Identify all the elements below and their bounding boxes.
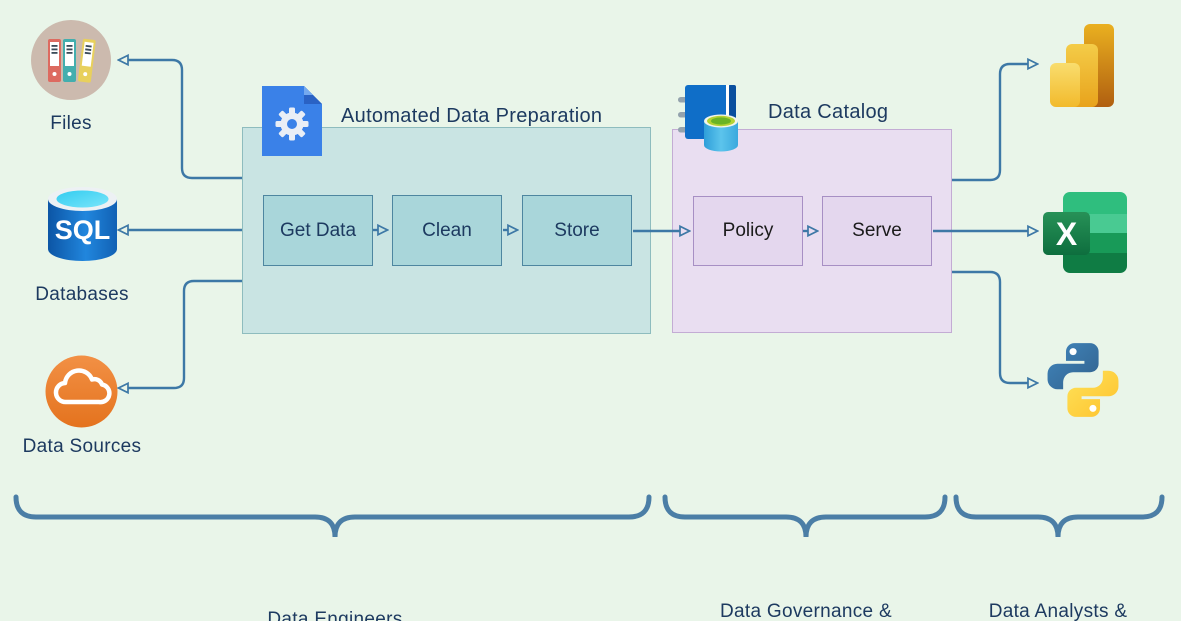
preparation-title: Automated Data Preparation (341, 105, 603, 127)
files-binders-icon (31, 20, 111, 100)
notebook-database-icon (678, 85, 738, 152)
brace-data-analysts (953, 494, 1165, 538)
step-serve: Serve (822, 196, 932, 266)
connector-catalog-to-python (952, 270, 1028, 383)
data-sources-label: Data Sources (22, 436, 142, 457)
files-label: Files (50, 113, 92, 134)
brace-data-governance (662, 494, 948, 538)
connector-prep-to-datasources (128, 279, 242, 388)
document-gear-icon (262, 86, 322, 156)
step-policy: Policy (693, 196, 803, 266)
group-label-data-governance: Data Governance & Data Engineering Team (720, 601, 892, 621)
excel-icon: X (1043, 192, 1127, 273)
group-label-data-engineers: Data Engineers (267, 609, 403, 621)
group-label-data-analysts: Data Analysts & Scientists (988, 601, 1128, 621)
sql-database-icon: SQL (48, 187, 117, 261)
python-icon (1047, 343, 1119, 417)
step-clean: Clean (392, 195, 502, 266)
brace-data-engineers (13, 494, 652, 538)
svg-text:X: X (1056, 216, 1078, 252)
power-bi-icon (1050, 24, 1114, 107)
step-get-data: Get Data (263, 195, 373, 266)
databases-label: Databases (35, 284, 129, 305)
connector-catalog-to-powerbi (952, 64, 1028, 182)
step-store: Store (522, 195, 632, 266)
connector-prep-to-files (128, 60, 242, 180)
svg-text:SQL: SQL (55, 215, 111, 245)
catalog-title: Data Catalog (768, 101, 889, 123)
cloud-icon (45, 355, 118, 428)
